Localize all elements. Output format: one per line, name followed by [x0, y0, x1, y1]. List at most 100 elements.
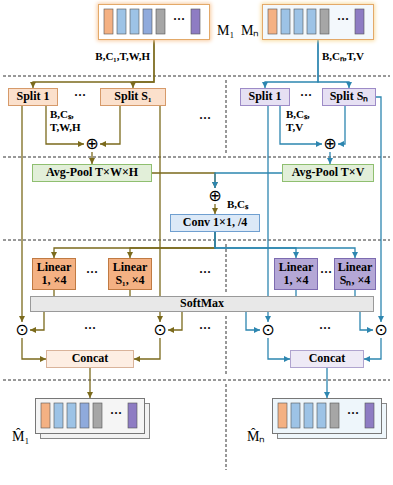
pool-box: Avg-Pool T×W×H — [32, 164, 152, 182]
softmax-bar: SoftMax — [30, 296, 374, 312]
sum-symbol: ⊕ — [207, 188, 223, 204]
connector — [215, 232, 296, 258]
ellipsis: ··· — [293, 89, 319, 103]
connector — [268, 338, 290, 359]
feature-map: ···Mₙ — [262, 4, 374, 40]
dimension-label: B,Cₙ,T,V — [322, 50, 388, 63]
sum-symbol: ⊕ — [322, 136, 338, 152]
dimension-label: B,C₁,T,W,H — [56, 50, 150, 63]
ellipsis: ··· — [190, 266, 220, 280]
dimension-label: B,Cₛ, T,V — [286, 108, 320, 133]
connector — [215, 232, 355, 258]
box-label: Linear 1, ×4 — [35, 261, 73, 287]
box-label: Split S₁ — [114, 90, 151, 103]
operator-symbol: ⊙ — [153, 322, 166, 338]
connector — [376, 97, 381, 322]
connector — [30, 312, 44, 330]
concat-box: Concat — [46, 350, 134, 368]
connector — [265, 40, 318, 88]
operator-symbol: ⊕ — [323, 136, 336, 152]
ellipsis: ··· — [300, 322, 350, 336]
connector — [329, 152, 330, 164]
dashed-divider — [3, 76, 390, 77]
concat-box: Concat — [290, 350, 364, 368]
connector — [134, 338, 160, 359]
channel-bar — [130, 9, 139, 34]
channel-bar — [268, 9, 277, 34]
feature-map: ···M₁ — [98, 4, 210, 40]
ellipsis: ··· — [333, 13, 353, 26]
split-box: Split S₁ — [100, 88, 166, 106]
ellipsis: ··· — [190, 112, 220, 126]
ellipsis: ··· — [76, 266, 108, 280]
connector — [130, 232, 215, 258]
connector — [89, 368, 90, 398]
ellipsis: ··· — [169, 13, 189, 26]
connector — [214, 204, 215, 214]
channel-bar — [143, 9, 152, 34]
channel-bar — [317, 403, 326, 428]
product-symbol: ⊙ — [260, 322, 276, 338]
dashed-divider — [226, 80, 227, 154]
box-label: Concat — [309, 352, 346, 365]
dashed-divider — [3, 157, 390, 158]
connector — [338, 106, 345, 144]
connector — [159, 106, 160, 322]
connector — [360, 312, 373, 330]
dashed-divider — [3, 240, 390, 241]
connector — [246, 312, 260, 330]
box-label: Linear S₁, ×4 — [111, 261, 149, 287]
channel-bar — [54, 403, 63, 428]
connector — [54, 232, 215, 258]
operator-symbol: ⊕ — [85, 136, 98, 152]
box-label: Split Sₙ — [330, 90, 369, 103]
product-symbol: ⊙ — [373, 322, 389, 338]
channel-bars — [36, 399, 143, 432]
channel-bar — [191, 9, 200, 34]
connector — [100, 106, 120, 144]
channel-bar — [93, 403, 102, 428]
split-box: Split 1 — [8, 88, 58, 106]
box-label: Split 1 — [248, 90, 281, 103]
operator-symbol: ⊙ — [15, 322, 28, 338]
map-label: Mₙ — [241, 23, 259, 38]
connector — [33, 40, 154, 88]
dimension-label: B,Cₛ, T,W,H — [50, 108, 86, 133]
connector — [22, 338, 46, 359]
connector — [21, 106, 22, 322]
dashed-divider — [226, 244, 227, 292]
box-label: Avg-Pool T×W×H — [46, 166, 138, 179]
dimension-label: B,Cₛ — [227, 198, 267, 211]
channel-bar — [294, 9, 303, 34]
split-box: Split 1 — [240, 88, 290, 106]
linear-box: Linear 1, ×4 — [32, 258, 76, 290]
channel-bar — [330, 403, 339, 428]
connector — [326, 368, 327, 398]
connector — [267, 106, 268, 322]
dashed-divider — [226, 384, 227, 470]
channel-bar — [80, 403, 89, 428]
map-label: M̂ₙ — [247, 429, 265, 444]
operator-symbol: ⊙ — [374, 322, 387, 338]
channel-bar — [156, 9, 165, 34]
channel-bar — [304, 403, 313, 428]
box-label: Concat — [72, 352, 109, 365]
channel-bar — [291, 403, 300, 428]
sum-symbol: ⊕ — [84, 136, 100, 152]
product-symbol: ⊙ — [14, 322, 30, 338]
operator-symbol: ⊙ — [261, 322, 274, 338]
channel-bar — [320, 9, 329, 34]
channel-bars — [99, 5, 208, 38]
connector — [280, 106, 322, 144]
dashed-divider — [226, 316, 227, 376]
connector — [364, 338, 381, 359]
box-label: Avg-Pool T×V — [292, 166, 365, 179]
box-label: SoftMax — [180, 297, 224, 310]
channel-bar — [307, 9, 316, 34]
split-box: Split Sₙ — [322, 88, 376, 106]
connector — [318, 40, 349, 88]
box-label: Linear 1, ×4 — [277, 261, 315, 287]
channel-bar — [128, 403, 137, 428]
box-label: Split 1 — [16, 90, 49, 103]
feature-map: ···M̂₁ — [35, 398, 145, 434]
